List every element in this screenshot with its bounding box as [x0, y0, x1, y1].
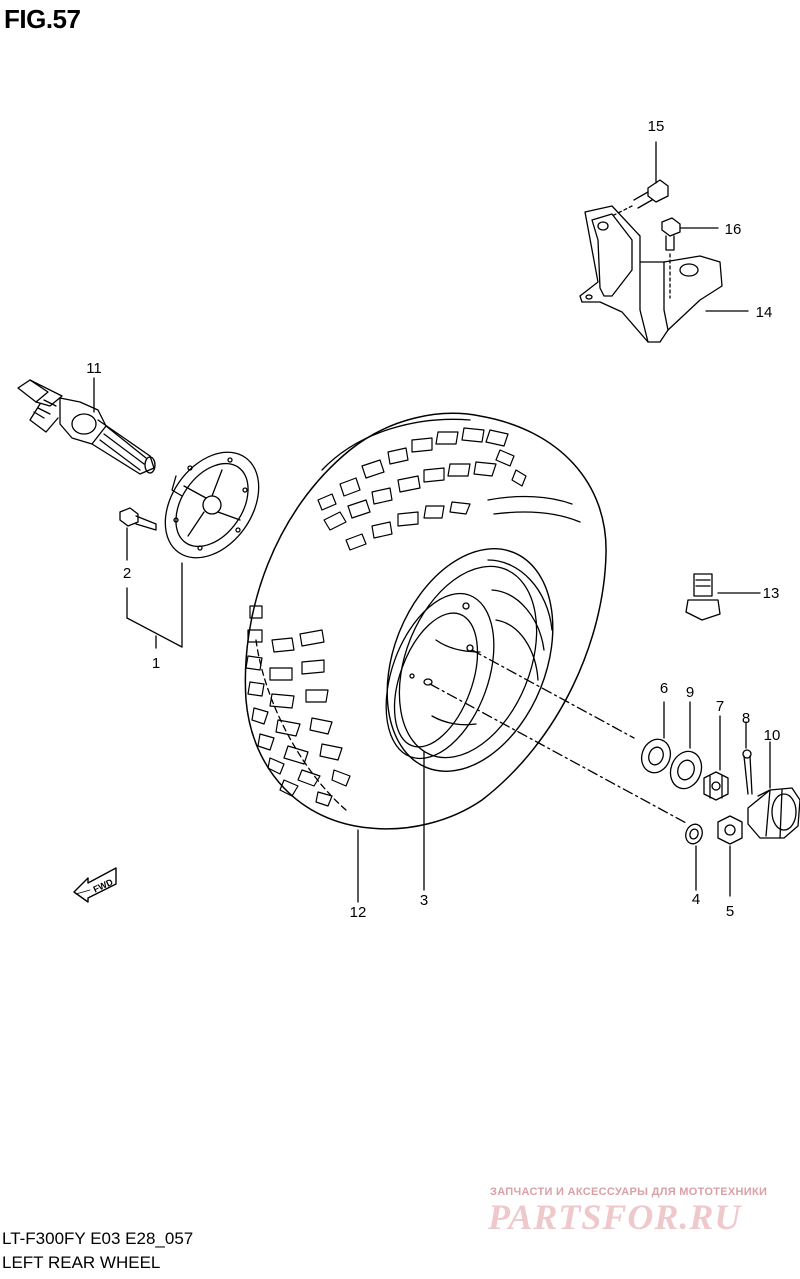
callout-14[interactable]: 14 — [756, 304, 773, 321]
callout-5[interactable]: 5 — [726, 903, 734, 920]
callout-2[interactable]: 2 — [123, 565, 131, 582]
callout-10[interactable]: 10 — [764, 727, 781, 744]
callout-8[interactable]: 8 — [742, 710, 750, 727]
callout-7[interactable]: 7 — [716, 698, 724, 715]
callout-1[interactable]: 1 — [152, 655, 160, 672]
washer-4[interactable] — [683, 822, 705, 846]
callout-12[interactable]: 12 — [350, 904, 367, 921]
fwd-arrow-icon — [73, 867, 117, 903]
callout-15[interactable]: 15 — [648, 118, 665, 135]
axle-shaft[interactable] — [17, 379, 156, 475]
bolt-16[interactable] — [661, 217, 681, 251]
callout-3[interactable]: 3 — [420, 892, 428, 909]
rim[interactable] — [356, 524, 584, 796]
watermark-tagline: ЗАПЧАСТИ И АКСЕССУАРЫ ДЛЯ МОТОТЕХНИКИ — [490, 1186, 768, 1198]
tread-pattern-side — [245, 605, 351, 807]
bracket[interactable] — [579, 205, 723, 343]
diagram-name: LEFT REAR WHEEL — [2, 1253, 161, 1272]
hub[interactable] — [146, 435, 278, 576]
callout-16[interactable]: 16 — [725, 221, 742, 238]
cap[interactable] — [747, 787, 800, 839]
model-code: LT-F300FY E03 E28_057 — [2, 1229, 194, 1248]
callout-4[interactable]: 4 — [692, 891, 700, 908]
tire[interactable] — [244, 412, 607, 830]
cotter-pin[interactable] — [742, 749, 753, 795]
bolt-15[interactable] — [633, 179, 669, 209]
bolt-2[interactable] — [119, 507, 157, 531]
callout-9[interactable]: 9 — [686, 684, 694, 701]
valve[interactable] — [685, 573, 721, 621]
tread-pattern — [317, 427, 527, 551]
callout-11[interactable]: 11 — [86, 360, 102, 377]
nut-5[interactable] — [717, 815, 743, 845]
figure-title: FIG.57 — [4, 4, 81, 34]
watermark-logo: PARTSFOR.RU — [488, 1197, 742, 1237]
callout-6[interactable]: 6 — [660, 680, 668, 697]
washer-6[interactable] — [637, 735, 675, 777]
callout-13[interactable]: 13 — [763, 585, 780, 602]
spacer-9[interactable] — [665, 747, 706, 793]
castle-nut[interactable] — [703, 771, 729, 801]
